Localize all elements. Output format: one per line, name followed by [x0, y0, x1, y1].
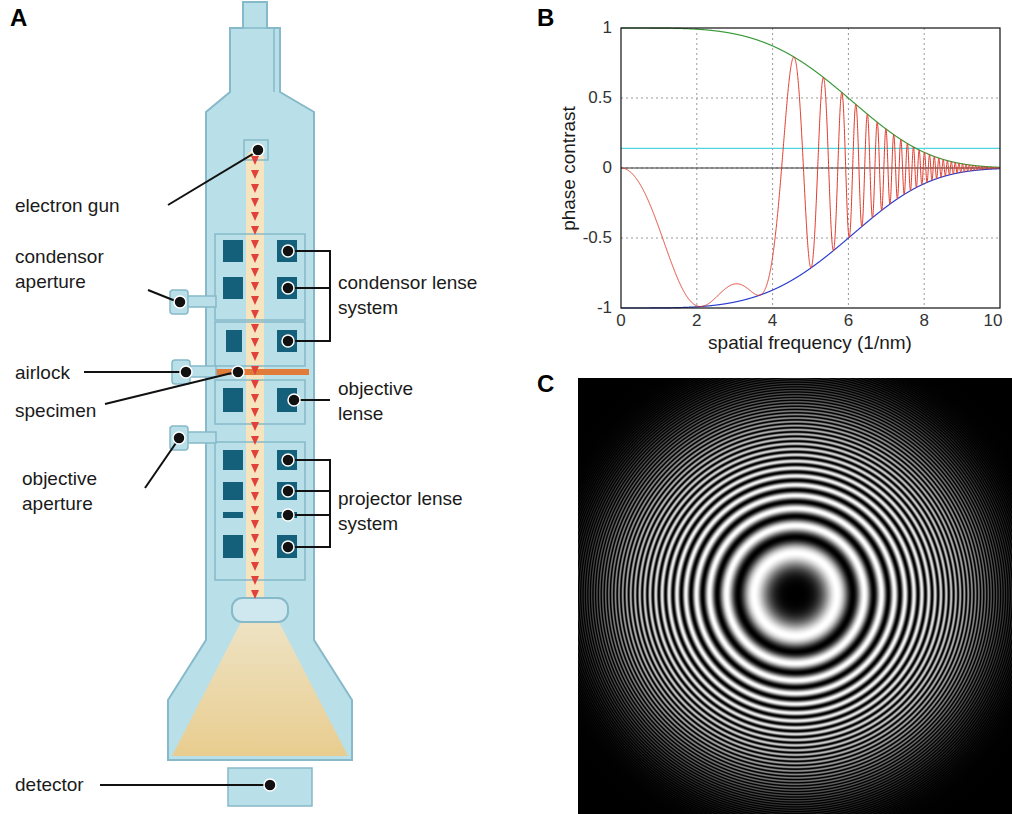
- part-label: airlock: [15, 360, 70, 385]
- axis-title: spatial frequency (1/nm): [680, 330, 940, 355]
- part-label: condensor lense system: [338, 270, 478, 320]
- axis-tick: 4: [758, 311, 788, 331]
- axis-title: phase contrast: [556, 89, 581, 249]
- ctf-power-spectrum: [578, 378, 1012, 814]
- axis-tick: 0.5: [574, 88, 612, 108]
- part-label: objective lense: [338, 376, 438, 426]
- part-label: objective aperture: [22, 466, 132, 516]
- part-label: specimen: [15, 398, 96, 423]
- part-label: projector lense system: [338, 486, 478, 536]
- axis-tick: 8: [909, 311, 939, 331]
- axis-tick: 1: [574, 18, 612, 38]
- axis-tick: 0: [574, 158, 612, 178]
- part-label: condensor aperture: [15, 244, 125, 294]
- panel-letter: A: [10, 4, 27, 32]
- axis-tick: 10: [978, 311, 1008, 331]
- axis-tick: 0: [606, 311, 636, 331]
- panel-letter: B: [537, 4, 554, 32]
- axis-tick: -1: [574, 298, 612, 318]
- axis-tick: 6: [833, 311, 863, 331]
- axis-tick: 2: [682, 311, 712, 331]
- axis-tick: -0.5: [574, 228, 612, 248]
- panel-letter: C: [537, 370, 554, 398]
- part-label: electron gun: [15, 193, 120, 218]
- part-label: detector: [15, 772, 84, 797]
